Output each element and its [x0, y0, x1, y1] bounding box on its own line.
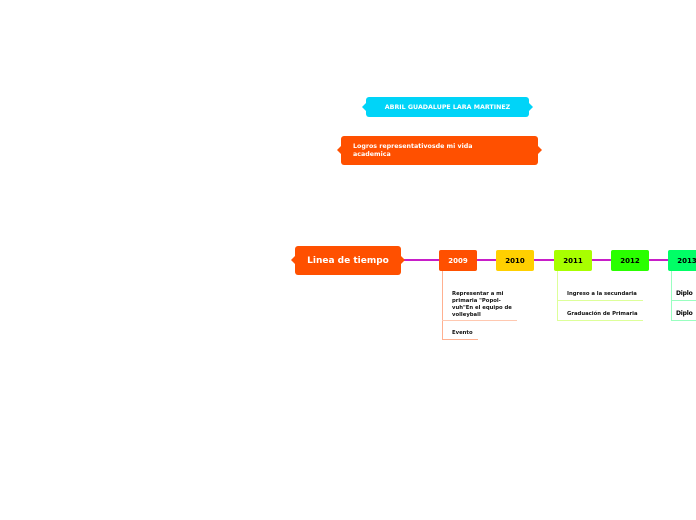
- branch-line: [671, 271, 672, 320]
- branch-line: [442, 271, 443, 340]
- branch-line: [557, 271, 558, 320]
- subtitle-node[interactable]: Logros representativosde mi vida academi…: [341, 136, 538, 165]
- title-node-connector: [362, 103, 366, 111]
- event-item[interactable]: Evento: [452, 330, 473, 336]
- title-node[interactable]: ABRIL GUADALUPE LARA MARTINEZ: [366, 97, 529, 117]
- event-underline: [442, 339, 478, 340]
- event-item[interactable]: Ingreso a la secundaria: [567, 291, 637, 297]
- event-item[interactable]: Representar a mi primaria "Popol-vuh"En …: [452, 291, 512, 318]
- year-2010[interactable]: 2010: [496, 250, 534, 271]
- title-node-label: ABRIL GUADALUPE LARA MARTINEZ: [384, 103, 511, 111]
- timeline-node[interactable]: Linea de tiempo: [295, 246, 401, 275]
- subtitle-node-connector: [337, 146, 341, 154]
- timeline-connector: [401, 256, 405, 264]
- event-underline: [671, 320, 696, 321]
- event-item[interactable]: Diplo: [676, 310, 693, 317]
- year-label: 2011: [563, 256, 583, 265]
- year-2011[interactable]: 2011: [554, 250, 592, 271]
- year-label: 2013: [677, 256, 696, 265]
- event-underline: [557, 320, 643, 321]
- timeline-line: [401, 259, 696, 261]
- event-underline: [442, 320, 517, 321]
- subtitle-node-label: Logros representativosde mi vida academi…: [353, 143, 473, 158]
- year-label: 2012: [620, 256, 640, 265]
- event-underline: [557, 300, 643, 301]
- title-node-connector: [529, 103, 533, 111]
- event-item[interactable]: Diplo: [676, 290, 693, 297]
- timeline-label: Linea de tiempo: [307, 255, 389, 266]
- event-underline: [671, 300, 696, 301]
- timeline-connector: [291, 256, 295, 264]
- year-2013[interactable]: 2013: [668, 250, 696, 271]
- year-label: 2010: [505, 256, 525, 265]
- year-2009[interactable]: 2009: [439, 250, 477, 271]
- year-2012[interactable]: 2012: [611, 250, 649, 271]
- subtitle-node-connector: [538, 146, 542, 154]
- event-item[interactable]: Graduación de Primaria: [567, 311, 638, 317]
- year-label: 2009: [448, 256, 468, 265]
